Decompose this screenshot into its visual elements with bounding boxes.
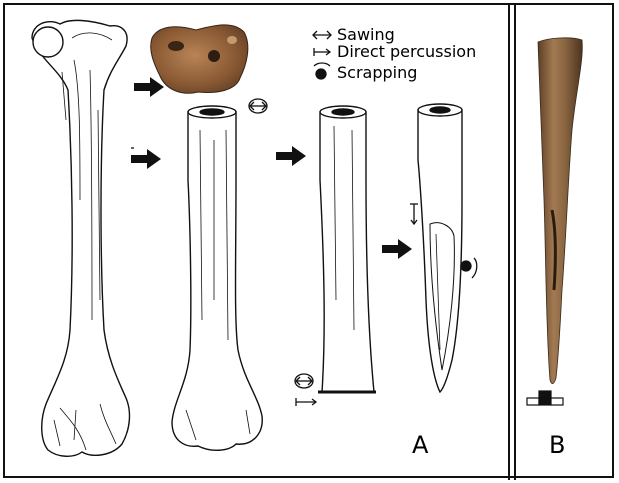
sawing-mark-icon <box>295 374 313 388</box>
legend-label-direct-percussion: Direct percussion <box>337 43 476 61</box>
legend-icons <box>313 31 331 79</box>
scraping-mark-icon <box>461 258 477 278</box>
femur-complete <box>32 20 129 456</box>
process-arrows <box>131 77 412 259</box>
arrow-icon-2 <box>131 149 161 169</box>
arrow-icon-3 <box>276 146 306 166</box>
panel-label-b: B <box>549 432 565 458</box>
scale-bar <box>527 391 563 405</box>
arrow-icon-1 <box>134 77 164 97</box>
double-arrow-icon <box>313 31 331 39</box>
percussion-mark-icon <box>296 398 316 406</box>
artifact-photo <box>538 38 582 384</box>
legend-label-scrapping: Scrapping <box>337 64 417 82</box>
femur-cut-proximal <box>172 106 262 450</box>
percussion-mark-icon <box>410 204 418 224</box>
shaped-point <box>418 104 462 392</box>
tick-arrow-icon <box>314 48 330 56</box>
bone-shaft <box>318 106 376 392</box>
panel-label-a: A <box>412 432 428 458</box>
sawing-mark-icon <box>249 99 267 113</box>
dot-curl-icon <box>314 63 330 79</box>
epiphysis-photo <box>151 25 248 93</box>
arrow-icon-4 <box>382 239 412 259</box>
